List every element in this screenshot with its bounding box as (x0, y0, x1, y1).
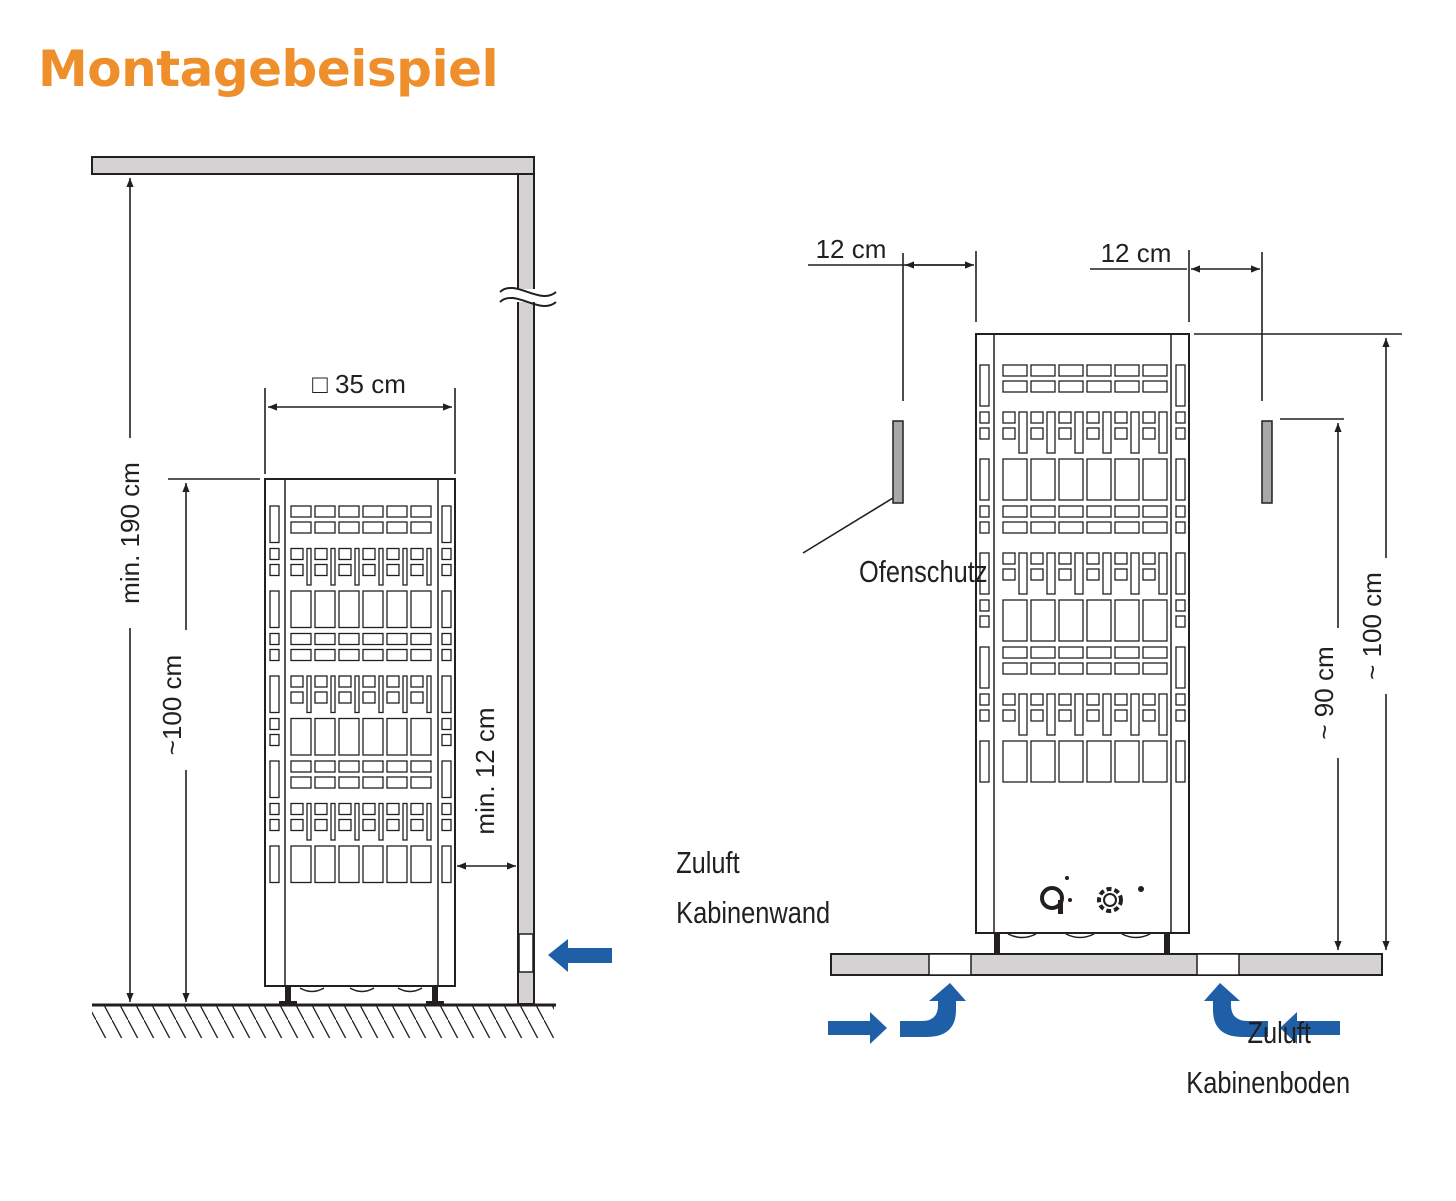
air-inlet-wall-label: Zuluft (676, 846, 740, 881)
heater-front-height-label: ~ 100 cm (1357, 572, 1387, 680)
wall-break-mark (499, 286, 557, 308)
ceiling (91, 156, 535, 175)
air-inlet-wall-arrow (548, 939, 612, 972)
heater-side-view (264, 478, 456, 1005)
heater-feet (994, 933, 1170, 954)
right-view: 12 cm 12 cm ~ 100 cm ~ 90 cm Ofenschutz … (802, 234, 1402, 1101)
heater-guard-right (1261, 420, 1273, 504)
arrow-up-curved-icon (900, 983, 966, 1037)
heater-guard-left (892, 420, 904, 504)
page-title: Montagebeispiel (38, 40, 499, 98)
heater-feet (279, 986, 444, 1005)
air-inlet-floor-label-2: Kabinenboden (1186, 1066, 1350, 1101)
right-gap-label: 12 cm (1101, 238, 1172, 268)
arrow-left-icon (1280, 1012, 1340, 1044)
wall-gap-label: min. 12 cm (470, 707, 500, 834)
heater-edge-slots (269, 505, 452, 884)
heater-edge-slots (979, 364, 1186, 783)
guard-leader-line (802, 497, 894, 554)
guard-height-label: ~ 90 cm (1309, 646, 1339, 739)
heater-front-view (975, 333, 1190, 954)
air-inlet-floor-label: Zuluft (1247, 1016, 1311, 1051)
heater-guard-label: Ofenschutz (859, 555, 987, 590)
power-knob-icon (1040, 886, 1064, 910)
heater-perforation (290, 505, 432, 884)
floor-vent-left (928, 953, 972, 976)
floor-vent-right (1196, 953, 1240, 976)
min-cabin-height-label: min. 190 cm (115, 462, 145, 604)
arrow-up-curved-icon (1204, 983, 1268, 1037)
heater-perforation (1002, 364, 1168, 783)
air-inlet-floor-arrows (828, 983, 1340, 1044)
arrow-right-icon (828, 1012, 887, 1044)
air-inlet-wall-label-2: Kabinenwand (676, 896, 830, 931)
left-gap-label: 12 cm (816, 234, 887, 264)
left-view: □ 35 cm min. 190 cm ~100 cm min. 12 cm Z… (91, 156, 830, 1038)
cabin-floor (830, 953, 1383, 976)
wall-vent-opening (518, 933, 534, 973)
heater-control-knobs (1040, 876, 1144, 914)
heater-width-label: □ 35 cm (312, 369, 406, 399)
temperature-knob-icon (1097, 887, 1123, 913)
heater-height-label: ~100 cm (157, 655, 187, 755)
floor (92, 1003, 556, 1038)
